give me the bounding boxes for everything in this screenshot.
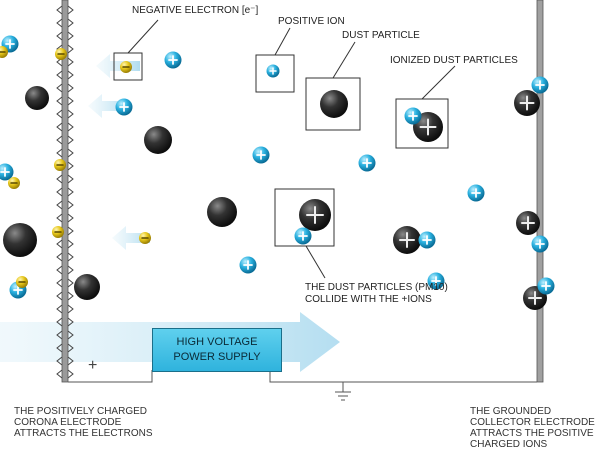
right-caption-line-4: charged ions — [470, 439, 548, 450]
particles — [0, 35, 555, 310]
power-line-1: High Voltage — [176, 336, 258, 348]
plus-sign — [535, 80, 545, 90]
power-line-2: Power Supply — [173, 351, 261, 363]
plus-sign — [535, 239, 545, 249]
dust-particle — [3, 223, 37, 257]
left-caption-line-1: The positively charged — [14, 406, 147, 417]
dust-particle — [320, 90, 348, 118]
right-caption: The grounded collector electrode attract… — [470, 406, 595, 450]
plus-sign — [422, 235, 432, 245]
plus-sign — [119, 102, 129, 112]
plus-sign — [5, 39, 15, 49]
corona-electrode — [56, 0, 74, 383]
right-caption-line-1: The grounded — [470, 406, 552, 417]
left-caption: The positively charged corona electrode … — [14, 406, 153, 439]
plus-sign — [471, 188, 481, 198]
plus-sign — [431, 276, 441, 286]
label-collide-2: collide with the +ions — [305, 294, 432, 305]
wiring — [68, 370, 537, 401]
plus-sign — [519, 95, 535, 111]
dust-particle — [144, 126, 172, 154]
plus-sign — [528, 291, 542, 305]
plus-sign — [13, 285, 23, 295]
plus-sign — [269, 67, 277, 75]
plus-sign — [419, 118, 437, 136]
left-caption-line-3: attracts the electrons — [14, 428, 153, 439]
left-caption-line-2: corona electrode — [14, 417, 122, 428]
label-collide-1: The dust particles (PM10) — [305, 282, 448, 293]
dust-particle — [25, 86, 49, 110]
plus-sign — [399, 232, 415, 248]
dust-particle — [74, 274, 100, 300]
plus-sign — [256, 150, 266, 160]
dust-particle — [207, 197, 237, 227]
callouts — [113, 19, 456, 279]
right-caption-line-2: collector electrode — [470, 417, 595, 428]
label-ionized-dust: Ionized Dust Particles — [390, 55, 518, 66]
label-positive-ion: Positive Ion — [278, 16, 345, 27]
right-caption-line-3: attracts the positive — [470, 428, 594, 439]
plus-sign — [0, 167, 10, 177]
plus-sign — [243, 260, 253, 270]
electron-symbol: [e⁻] — [241, 5, 259, 16]
plus-sign — [541, 281, 551, 291]
plus-sign — [306, 206, 324, 224]
plus-sign — [298, 231, 308, 241]
power-supply-box: High Voltage Power Supply — [152, 328, 282, 372]
plus-sign — [168, 55, 178, 65]
label-negative-electron: Negative Electron [e⁻] — [132, 5, 259, 16]
plus-terminal-sign: + — [88, 357, 98, 374]
electron-arrows — [88, 54, 150, 250]
plus-sign — [521, 216, 535, 230]
collector-electrode — [536, 0, 544, 383]
label-dust-particle: Dust Particle — [342, 30, 420, 41]
plus-sign — [408, 111, 418, 121]
plus-sign — [362, 158, 372, 168]
